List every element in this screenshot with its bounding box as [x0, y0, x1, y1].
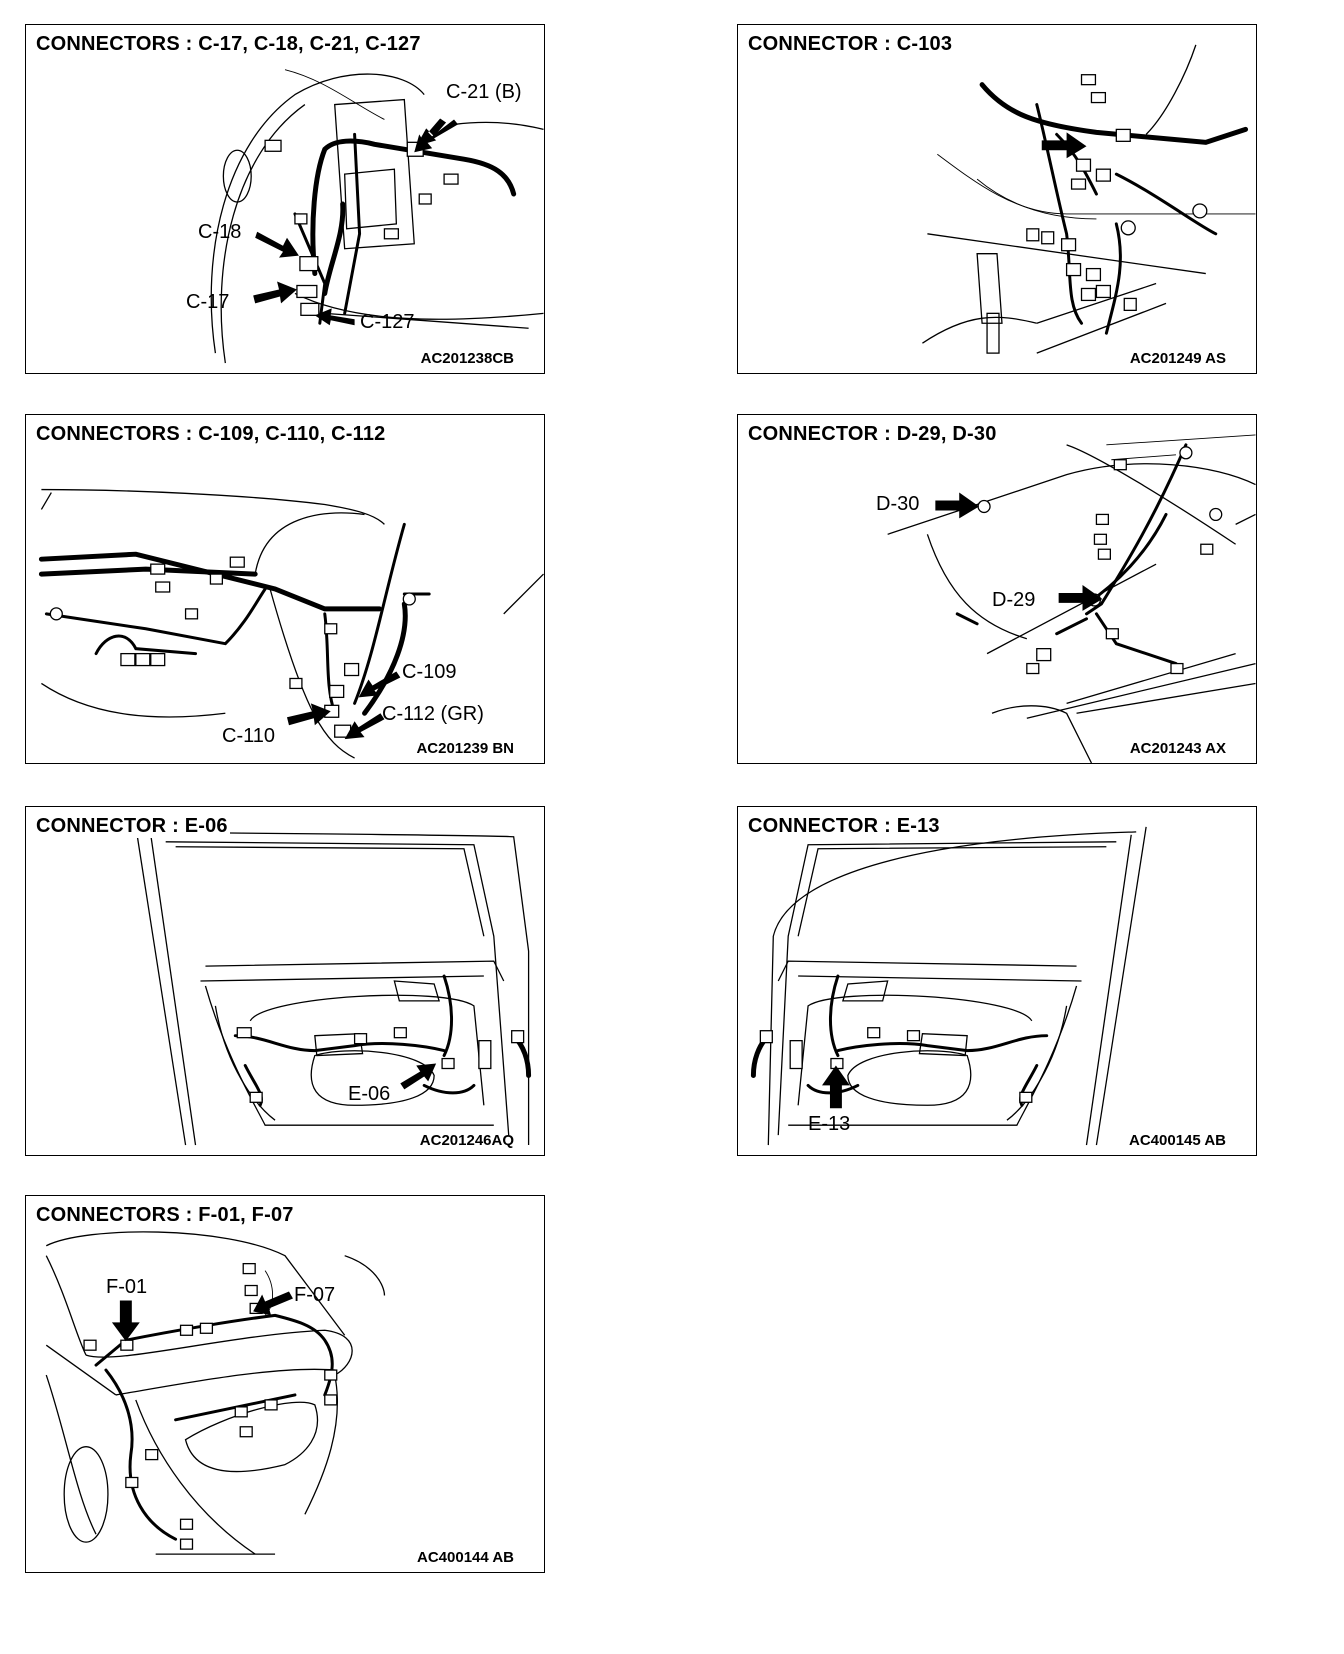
label-c127: C-127 — [360, 311, 415, 333]
arrow-c18 — [255, 231, 299, 258]
arrow-c21 — [416, 118, 447, 147]
arrow-e06 — [400, 1063, 437, 1090]
panel-title: CONNECTOR : D-29, D-30 — [748, 423, 999, 446]
figure-code: AC400145 AB — [1129, 1132, 1226, 1149]
arrow-e13 — [822, 1065, 850, 1109]
console-harness-drawing — [922, 44, 1256, 354]
rear-door-harness-drawing — [750, 826, 1147, 1146]
label-c110: C-110 — [222, 725, 275, 747]
label-c112: C-112 (GR) — [382, 703, 484, 725]
label-d30: D-30 — [876, 493, 920, 515]
arrow-d30 — [935, 492, 980, 519]
front-door-harness-drawing — [135, 826, 532, 1146]
panel-c109-c110-c112: CONNECTORS : C-109, C-110, C-112 C-109 C… — [25, 414, 545, 764]
roof-harness-drawing — [887, 434, 1256, 763]
instrument-panel-harness-drawing — [38, 488, 544, 759]
panel-e06: CONNECTOR : E-06 E-06 AC201246AQ — [25, 806, 545, 1156]
arrow-f07 — [253, 1291, 293, 1316]
label-e06: E-06 — [348, 1083, 391, 1105]
figure-code: AC201239 BN — [416, 740, 514, 757]
panel-d29-d30: CONNECTOR : D-29, D-30 D-30 D-29 AC20124… — [737, 414, 1257, 764]
panel-title: CONNECTOR : C-103 — [748, 33, 955, 56]
arrow-c109 — [358, 671, 401, 698]
figure-code: AC201238CB — [420, 350, 514, 367]
panel-title: CONNECTORS : F-01, F-07 — [36, 1204, 296, 1227]
trunk-harness-drawing — [45, 1231, 386, 1555]
panel-title: CONNECTORS : C-109, C-110, C-112 — [36, 423, 388, 446]
label-c109: C-109 — [402, 661, 457, 683]
label-d29: D-29 — [992, 589, 1036, 611]
arrow-f01 — [111, 1300, 140, 1342]
label-f07: F-07 — [294, 1284, 336, 1306]
panel-c17-c18-c21-c127: CONNECTORS : C-17, C-18, C-21, C-127 C-2… — [25, 24, 545, 374]
arrow-c127 — [314, 308, 355, 326]
arrow-c112 — [344, 713, 385, 740]
arrow-c103 — [1041, 132, 1087, 159]
label-e13: E-13 — [808, 1113, 851, 1135]
panel-title: CONNECTOR : E-13 — [748, 815, 942, 838]
panel-e13: CONNECTOR : E-13 E-13 AC400145 AB — [737, 806, 1257, 1156]
dashboard-harness-drawing — [210, 69, 544, 364]
arrow-c17 — [253, 281, 297, 304]
panel-title: CONNECTORS : C-17, C-18, C-21, C-127 — [36, 33, 423, 56]
arrow-c110 — [286, 703, 331, 726]
panel-c103: CONNECTOR : C-103 AC201249 AS — [737, 24, 1257, 374]
figure-code: AC201246AQ — [419, 1132, 514, 1149]
panel-title: CONNECTOR : E-06 — [36, 815, 230, 838]
label-c21: C-21 (B) — [446, 81, 522, 103]
label-c18: C-18 — [198, 221, 242, 243]
label-f01: F-01 — [106, 1276, 148, 1298]
figure-code: AC400144 AB — [417, 1549, 514, 1566]
panel-f01-f07: CONNECTORS : F-01, F-07 F-01 F-07 AC4001… — [25, 1195, 545, 1573]
arrow-d29 — [1058, 585, 1103, 611]
figure-code: AC201243 AX — [1129, 740, 1226, 757]
figure-code: AC201249 AS — [1129, 350, 1226, 367]
label-c17: C-17 — [186, 291, 230, 313]
